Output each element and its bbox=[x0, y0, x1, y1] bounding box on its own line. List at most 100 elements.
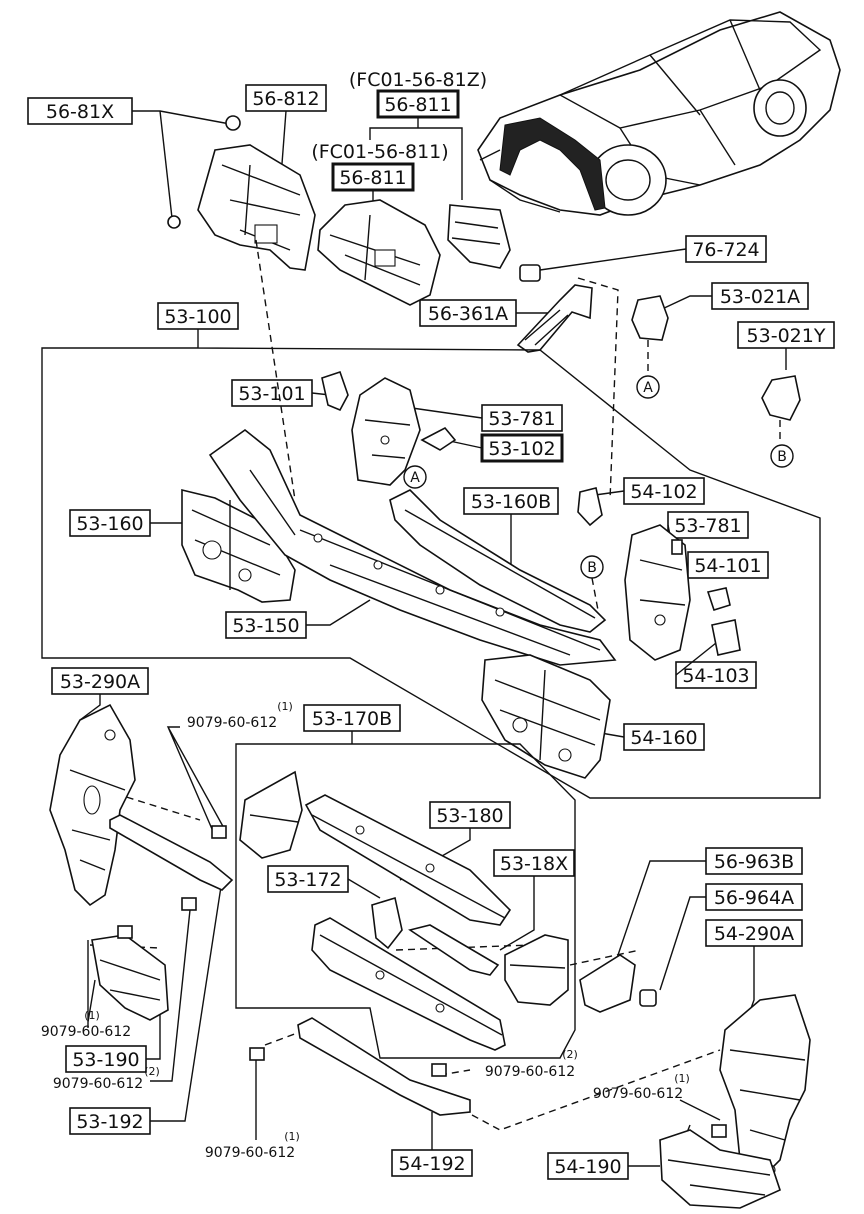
label-56-811-alt-b: (FC01-56-811) bbox=[311, 141, 448, 163]
part-56-812 bbox=[197, 144, 316, 271]
part-54-103 bbox=[706, 587, 741, 656]
svg-text:54-101: 54-101 bbox=[694, 555, 761, 577]
svg-text:9079-60-612: 9079-60-612 bbox=[41, 1024, 131, 1040]
svg-text:A: A bbox=[643, 380, 653, 396]
label-54-160: 54-160 bbox=[623, 723, 705, 751]
label-76-724: 76-724 bbox=[685, 235, 767, 263]
part-56-964A bbox=[639, 989, 657, 1007]
part-53-150 bbox=[208, 428, 617, 666]
label-56-811-b: 56-811 bbox=[331, 162, 415, 192]
svg-text:76-724: 76-724 bbox=[692, 239, 759, 261]
svg-text:56-81X: 56-81X bbox=[46, 101, 114, 123]
label-54-101: 54-101 bbox=[687, 551, 769, 579]
label-53-021A: 53-021A bbox=[711, 282, 809, 310]
part-56-811-b bbox=[317, 199, 441, 306]
label-53-190: 53-190 bbox=[65, 1045, 147, 1073]
svg-text:53-160B: 53-160B bbox=[471, 491, 551, 513]
svg-text:56-963B: 56-963B bbox=[714, 851, 794, 873]
svg-text:54-103: 54-103 bbox=[682, 665, 749, 687]
svg-text:53-021Y: 53-021Y bbox=[747, 325, 826, 347]
part-54-192 bbox=[297, 1017, 471, 1116]
part-76-724 bbox=[519, 264, 541, 282]
svg-text:54-192: 54-192 bbox=[398, 1153, 465, 1175]
label-54-192: 54-192 bbox=[391, 1149, 473, 1177]
part-53-160B bbox=[389, 489, 607, 633]
label-54-103: 54-103 bbox=[675, 661, 757, 689]
svg-text:53-150: 53-150 bbox=[232, 615, 299, 637]
label-54-102: 54-102 bbox=[623, 477, 705, 505]
bolt-label-6: (1) 9079-60-612 bbox=[205, 1130, 300, 1161]
label-56-81X: 56-81X bbox=[27, 97, 133, 125]
bolt-1 bbox=[211, 825, 227, 839]
bolt-2 bbox=[181, 897, 197, 911]
label-53-180: 53-180 bbox=[429, 801, 511, 829]
label-53-160: 53-160 bbox=[69, 509, 151, 537]
svg-text:56-812: 56-812 bbox=[252, 88, 319, 110]
svg-text:53-192: 53-192 bbox=[76, 1111, 143, 1133]
svg-text:(1): (1) bbox=[84, 1009, 100, 1022]
ref-a-1: A bbox=[636, 375, 660, 399]
part-53-160 bbox=[181, 488, 296, 603]
svg-text:56-811: 56-811 bbox=[339, 167, 406, 189]
bolt-5 bbox=[711, 1124, 727, 1138]
label-53-172: 53-172 bbox=[267, 865, 349, 893]
svg-text:B: B bbox=[587, 560, 597, 576]
bolt-label-5: (1) 9079-60-612 bbox=[593, 1072, 690, 1102]
label-53-021Y: 53-021Y bbox=[737, 321, 835, 349]
label-54-290A: 54-290A bbox=[705, 919, 803, 947]
bolt-label-2: (1) 9079-60-612 bbox=[41, 1009, 131, 1040]
label-53-781-b: 53-781 bbox=[667, 511, 749, 539]
part-53-172 bbox=[371, 896, 403, 950]
svg-text:53-021A: 53-021A bbox=[720, 286, 800, 308]
svg-text:53-190: 53-190 bbox=[72, 1049, 139, 1071]
label-56-811-alt-a: (FC01-56-81Z) bbox=[349, 69, 487, 91]
svg-text:(1): (1) bbox=[277, 700, 293, 713]
svg-text:A: A bbox=[410, 470, 420, 486]
label-53-100: 53-100 bbox=[157, 302, 239, 330]
svg-text:56-964A: 56-964A bbox=[714, 887, 794, 909]
ref-a-2: A bbox=[403, 465, 427, 489]
part-53-290A bbox=[49, 703, 136, 907]
svg-text:54-102: 54-102 bbox=[630, 481, 697, 503]
part-56-361A bbox=[516, 284, 593, 353]
svg-text:9079-60-612: 9079-60-612 bbox=[187, 715, 277, 731]
part-53-102-assembly bbox=[351, 377, 457, 486]
part-53-18X-left bbox=[239, 770, 303, 859]
svg-text:53-290A: 53-290A bbox=[60, 671, 140, 693]
part-53-190 bbox=[91, 925, 169, 1021]
svg-text:53-102: 53-102 bbox=[488, 438, 555, 460]
part-53-101 bbox=[321, 370, 349, 412]
svg-text:56-811: 56-811 bbox=[384, 94, 451, 116]
part-53-192 bbox=[109, 814, 234, 891]
svg-text:(2): (2) bbox=[144, 1065, 160, 1078]
label-53-18X: 53-18X bbox=[493, 849, 575, 877]
label-53-150: 53-150 bbox=[225, 611, 307, 639]
label-53-101: 53-101 bbox=[231, 379, 313, 407]
label-53-160B: 53-160B bbox=[463, 487, 559, 515]
ref-b-1: B bbox=[770, 444, 794, 468]
svg-text:53-18X: 53-18X bbox=[500, 853, 568, 875]
svg-text:(1): (1) bbox=[284, 1130, 300, 1143]
part-54-102 bbox=[577, 487, 603, 527]
svg-text:53-100: 53-100 bbox=[164, 306, 231, 328]
label-53-290A: 53-290A bbox=[51, 667, 149, 695]
part-53-170B-beam bbox=[311, 917, 506, 1051]
ref-b-2: B bbox=[580, 555, 604, 579]
svg-text:54-160: 54-160 bbox=[630, 727, 697, 749]
bolt-4 bbox=[431, 1063, 447, 1077]
svg-text:53-781: 53-781 bbox=[674, 515, 741, 537]
label-53-102: 53-102 bbox=[480, 433, 564, 463]
svg-text:B: B bbox=[777, 449, 787, 465]
bolt-label-3: (2) 9079-60-612 bbox=[53, 1065, 160, 1092]
label-56-811-a: 56-811 bbox=[376, 89, 460, 119]
part-54-160 bbox=[481, 654, 611, 779]
part-53-18X-strip bbox=[408, 924, 500, 976]
part-53-021Y bbox=[761, 375, 801, 421]
bolt-6 bbox=[249, 1047, 265, 1061]
label-53-170B: 53-170B bbox=[303, 704, 401, 732]
svg-text:53-160: 53-160 bbox=[76, 513, 143, 535]
part-53-180 bbox=[304, 794, 512, 926]
label-53-192: 53-192 bbox=[69, 1107, 151, 1135]
label-56-361A: 56-361A bbox=[419, 299, 517, 327]
